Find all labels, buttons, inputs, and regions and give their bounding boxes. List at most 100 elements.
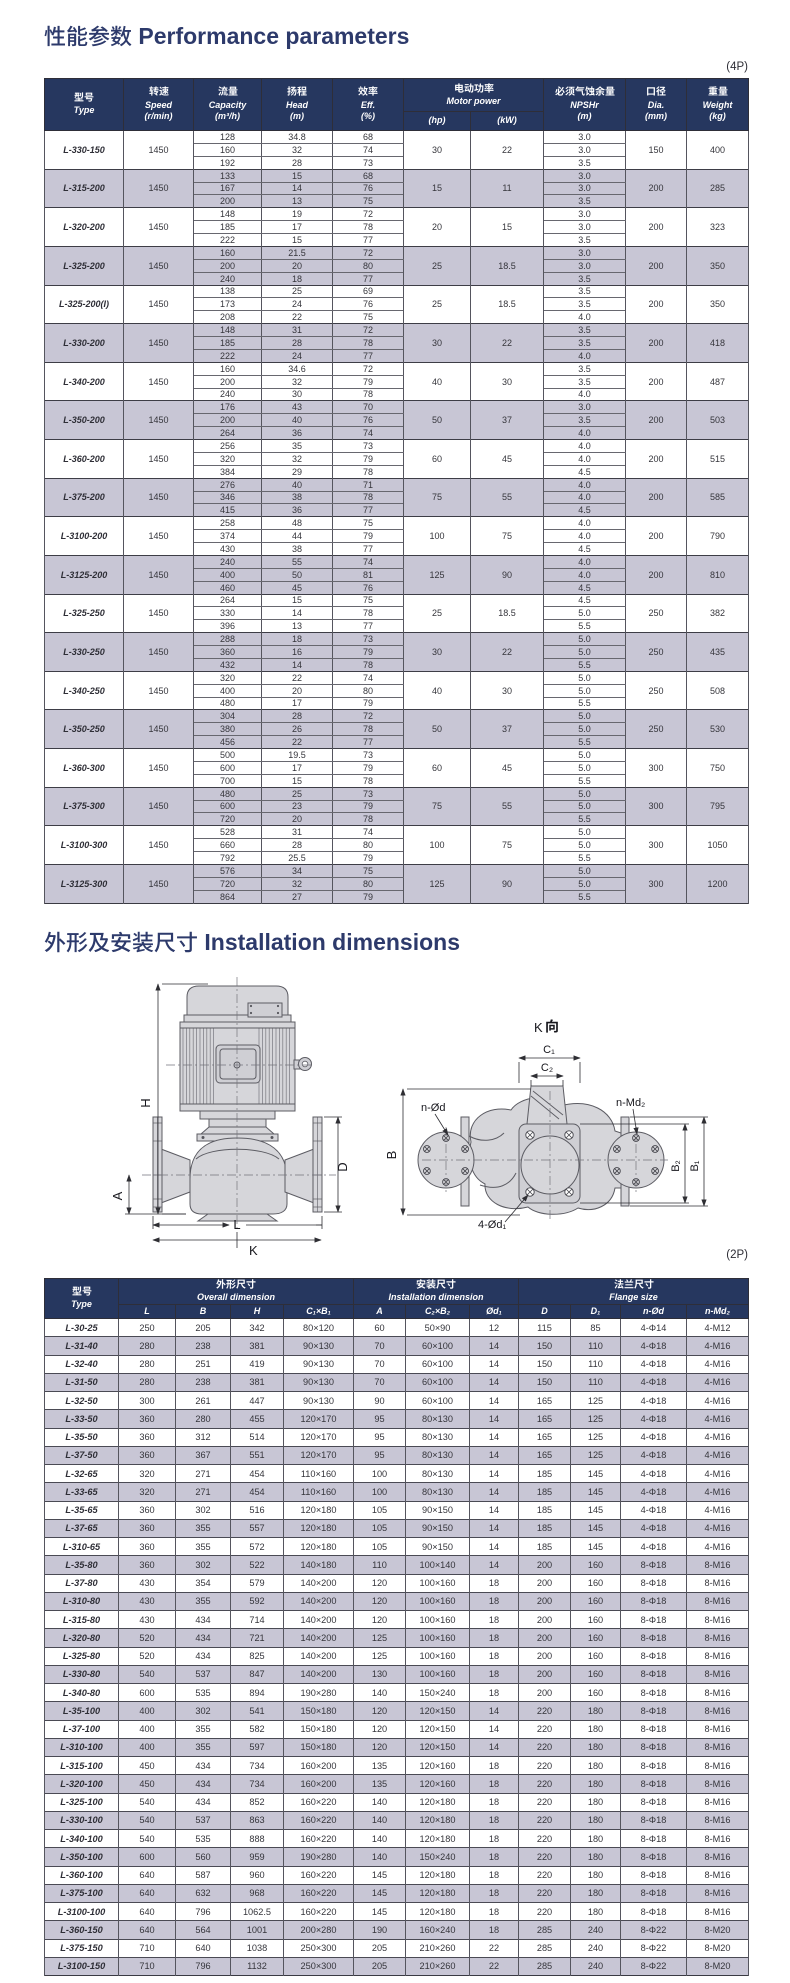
col-header-n-Md₂: n-Md₂ xyxy=(686,1304,749,1319)
cell-eff: 78 xyxy=(332,606,404,621)
cell-eff: 77 xyxy=(332,233,404,247)
cell-eff: 78 xyxy=(332,388,404,401)
cell-d1: 180 xyxy=(570,1828,621,1848)
cell-eff: 68 xyxy=(332,130,404,144)
cell-od1: 18 xyxy=(469,1865,519,1885)
cell-a: 120 xyxy=(353,1591,406,1611)
cell-capacity: 200 xyxy=(193,259,262,273)
cell-d: 200 xyxy=(518,1682,571,1702)
cell-npshr: 5.5 xyxy=(543,851,626,865)
cjk-glyph xyxy=(718,86,728,96)
cell-d: 200 xyxy=(518,1628,571,1647)
cell-b: 302 xyxy=(175,1500,231,1520)
perf-header-row-1: Type Speed(r/min) Capacity(m³/h) Head(m)… xyxy=(44,78,749,131)
cell-d1: 145 xyxy=(570,1500,621,1520)
cell-d1: 145 xyxy=(570,1463,621,1483)
cell-capacity: 480 xyxy=(193,697,262,710)
cell-c1b1: 90×130 xyxy=(283,1390,354,1410)
cell-npshr: 3.5 xyxy=(543,297,626,312)
cell-h: 381 xyxy=(230,1336,284,1355)
cell-npshr: 5.0 xyxy=(543,632,626,646)
cell-c1b1: 120×180 xyxy=(283,1518,354,1538)
cell-head: 32 xyxy=(261,375,333,389)
cell-h: 847 xyxy=(230,1664,284,1684)
cell-c1b1: 120×180 xyxy=(283,1500,354,1520)
cell-hp: 25 xyxy=(403,245,471,285)
cell-eff: 72 xyxy=(332,323,404,337)
cell-d: 150 xyxy=(518,1372,571,1392)
cell-capacity: 720 xyxy=(193,812,262,826)
cjk-glyph xyxy=(555,86,565,96)
cell-od1: 14 xyxy=(469,1463,519,1483)
cell-npshr: 3.5 xyxy=(543,336,626,350)
cell-d: 185 xyxy=(518,1518,571,1538)
cell-head: 22 xyxy=(261,310,333,324)
cell-speed: 1450 xyxy=(123,284,194,324)
cell-c2b2: 60×100 xyxy=(405,1390,470,1410)
cell-capacity: 480 xyxy=(193,786,262,801)
cell-kw: 30 xyxy=(470,361,544,401)
cell-eff: 69 xyxy=(332,284,404,299)
cell-head: 19.5 xyxy=(261,748,333,762)
cell-nod: 8-Φ18 xyxy=(620,1828,687,1848)
cell-eff: 71 xyxy=(332,477,404,492)
cell-od1: 18 xyxy=(469,1828,519,1848)
cell-a: 90 xyxy=(353,1390,406,1410)
cell-nod: 8-Φ18 xyxy=(620,1792,687,1812)
dim-label-b: B xyxy=(384,1151,399,1160)
cell-hp: 30 xyxy=(403,130,471,170)
cjk-glyph xyxy=(88,931,110,953)
cell-nmd2: 8-M16 xyxy=(686,1810,749,1830)
cell-speed: 1450 xyxy=(123,516,194,556)
cell-eff: 77 xyxy=(332,503,404,517)
cjk-glyph xyxy=(624,1279,634,1289)
cell-h: 447 xyxy=(230,1390,284,1410)
cell-head: 24 xyxy=(261,349,333,363)
cell-d: 150 xyxy=(518,1354,571,1374)
cell-c1b1: 160×220 xyxy=(283,1810,354,1830)
cell-od1: 18 xyxy=(469,1810,519,1830)
cell-d1: 160 xyxy=(570,1591,621,1611)
cell-capacity: 240 xyxy=(193,272,262,285)
cell-h: 1001 xyxy=(230,1920,284,1939)
cell-weight: 508 xyxy=(686,670,749,710)
cell-d1: 125 xyxy=(570,1409,621,1428)
cell-weight: 418 xyxy=(686,323,749,363)
cell-dia: 150 xyxy=(625,130,687,170)
cell-l: 400 xyxy=(118,1737,176,1757)
cell-c2b2: 60×100 xyxy=(405,1336,470,1355)
cell-l: 640 xyxy=(118,1901,176,1921)
cell-a: 135 xyxy=(353,1774,406,1793)
cell-c1b1: 160×220 xyxy=(283,1828,354,1848)
cell-b: 312 xyxy=(175,1427,231,1447)
cell-type: L-33-50 xyxy=(44,1409,119,1428)
cell-d: 285 xyxy=(518,1920,571,1939)
dim-label-n-md2: n-Md₂ xyxy=(616,1097,645,1109)
cell-speed: 1450 xyxy=(123,207,194,247)
cell-npshr: 4.0 xyxy=(543,516,626,531)
cell-head: 14 xyxy=(261,182,333,196)
cell-head: 13 xyxy=(261,619,333,633)
cell-capacity: 700 xyxy=(193,774,262,788)
cell-nod: 8-Φ18 xyxy=(620,1646,687,1666)
cell-eff: 79 xyxy=(332,697,404,710)
cell-weight: 323 xyxy=(686,207,749,247)
cell-a: 105 xyxy=(353,1536,406,1556)
cell-l: 430 xyxy=(118,1573,176,1593)
cell-d1: 110 xyxy=(570,1372,621,1392)
dim-label-k: K xyxy=(249,1243,258,1258)
cell-eff: 77 xyxy=(332,272,404,285)
cell-capacity: 528 xyxy=(193,825,262,840)
